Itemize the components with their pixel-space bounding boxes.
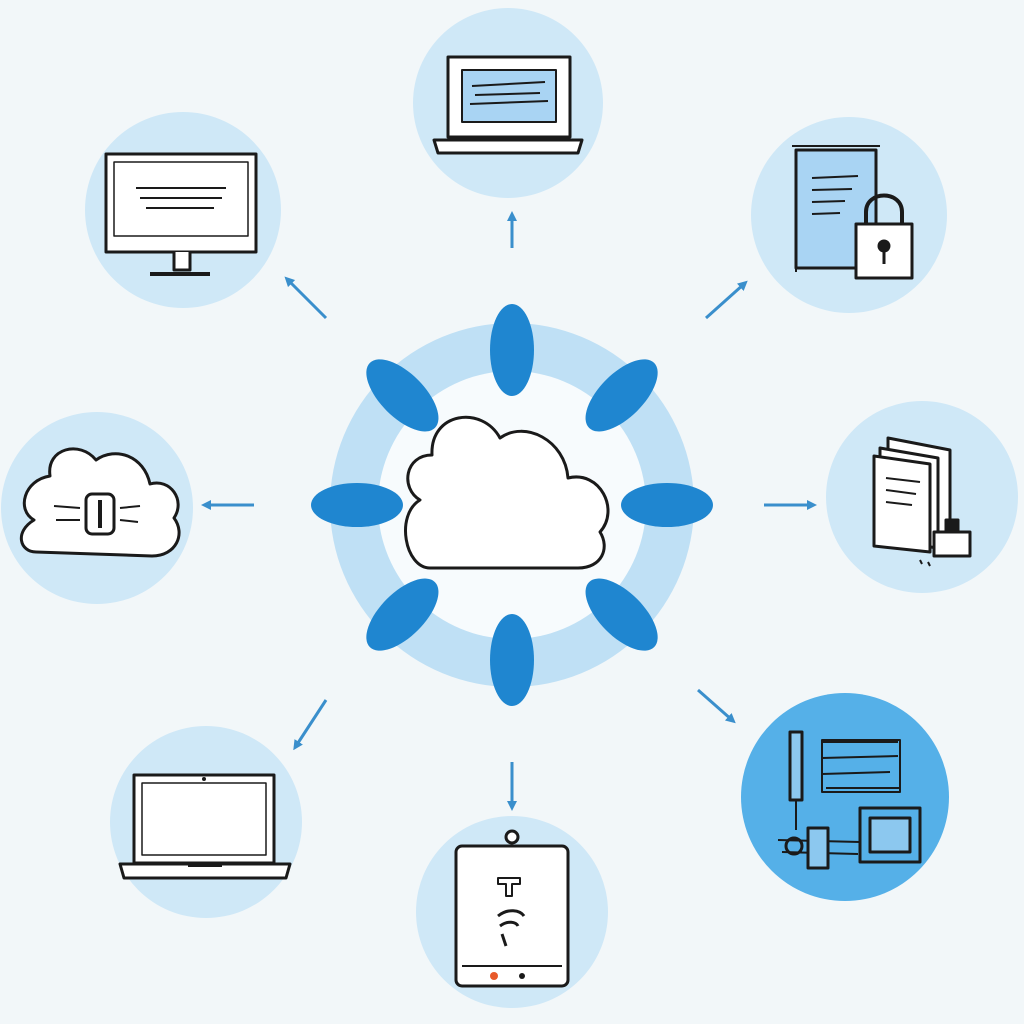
hub-petal (585, 359, 658, 432)
cloud-storage-icon (20, 447, 181, 558)
hub-petal (366, 578, 439, 651)
hub-petal (490, 304, 534, 396)
hub-petal (490, 614, 534, 706)
cloud-icon (404, 415, 610, 570)
hub-petal (311, 483, 403, 527)
medical-tablet-icon (454, 829, 570, 988)
desktop-monitor-icon (104, 152, 258, 276)
locked-document-icon (792, 145, 914, 280)
node-top-laptop[interactable] (413, 8, 603, 198)
connector-arrows (201, 211, 817, 811)
laptop-screen-icon (432, 55, 584, 155)
arrow-down-right (697, 688, 736, 724)
node-right-files[interactable] (826, 401, 1018, 593)
node-circle (741, 693, 949, 901)
arrow-down-left (293, 699, 328, 751)
hub-petal (366, 359, 439, 432)
arrow-up-left (284, 276, 328, 320)
node-lower-right-server[interactable] (741, 693, 949, 901)
hub-petals (311, 304, 713, 706)
file-stack-icon (872, 436, 972, 567)
server-hardware-icon (777, 730, 922, 870)
hub (311, 304, 713, 706)
hub-petal (621, 483, 713, 527)
node-bottom-tablet[interactable] (416, 816, 608, 1008)
node-upper-left-monitor[interactable] (85, 112, 281, 308)
laptop-icon (118, 773, 292, 880)
hub-petal (585, 578, 658, 651)
node-left-cloud[interactable] (1, 412, 193, 604)
node-lower-left-laptop[interactable] (110, 726, 302, 918)
arrow-up-right (704, 280, 748, 320)
node-upper-right-lock[interactable] (751, 117, 947, 313)
